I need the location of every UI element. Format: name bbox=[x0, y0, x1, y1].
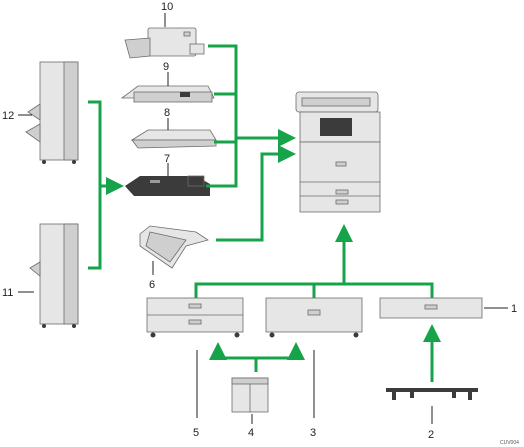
option-8-unit bbox=[130, 129, 217, 149]
option-9-unit bbox=[120, 85, 215, 103]
option-4-unit bbox=[231, 377, 269, 413]
figure-code: CUV004 bbox=[500, 440, 519, 446]
callout-7: 7 bbox=[164, 153, 170, 165]
callout-4: 4 bbox=[248, 427, 254, 439]
option-1-unit bbox=[379, 297, 483, 319]
option-11-unit bbox=[29, 223, 79, 328]
option-12-unit bbox=[25, 61, 79, 164]
option-7-unit bbox=[125, 175, 210, 196]
callout-8: 8 bbox=[164, 107, 170, 119]
option-5-unit bbox=[146, 297, 244, 338]
callout-9: 9 bbox=[163, 61, 169, 73]
option-6-unit bbox=[139, 225, 209, 269]
callout-12: 12 bbox=[2, 110, 14, 122]
callout-1: 1 bbox=[511, 303, 517, 315]
callout-11: 11 bbox=[2, 287, 13, 299]
option-10-unit bbox=[124, 27, 205, 59]
callout-3: 3 bbox=[310, 427, 316, 439]
callout-10: 10 bbox=[161, 1, 173, 13]
callout-6: 6 bbox=[149, 279, 155, 291]
connection-arrows bbox=[88, 44, 441, 382]
option-3-unit bbox=[265, 297, 363, 338]
callout-5: 5 bbox=[193, 427, 199, 439]
main-machine bbox=[295, 91, 381, 213]
callout-2: 2 bbox=[428, 429, 434, 441]
option-2-unit bbox=[386, 388, 478, 400]
